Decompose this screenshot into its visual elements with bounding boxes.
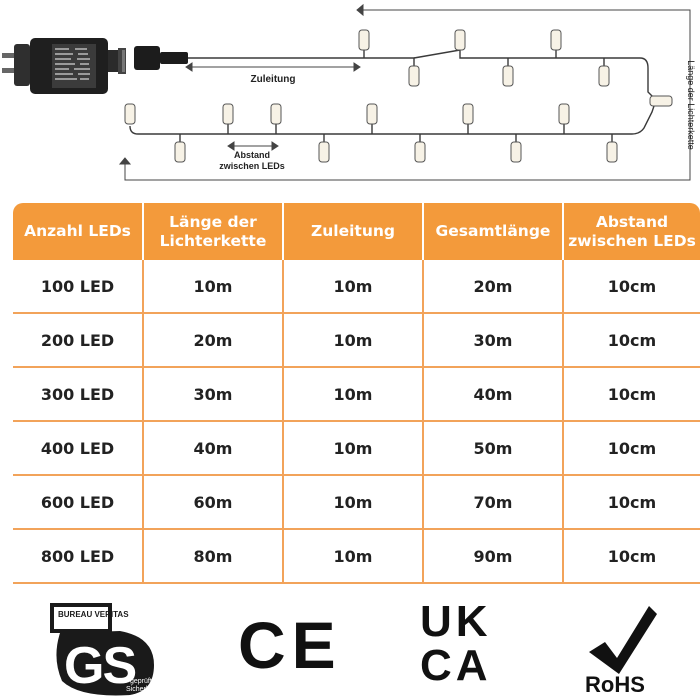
table-row: 300 LED 30m 10m 40m 10cm: [13, 367, 700, 422]
cell-chain-length: 80m: [142, 529, 283, 584]
header-chain-length: Länge der Lichterkette: [142, 203, 283, 260]
gs-sub-text-2: Sicherheit: [126, 686, 157, 693]
ukca-mark-logo: UK CA: [420, 600, 492, 688]
certification-logos: BUREAU VERITAS GS geprüfte Sicherheit CE…: [0, 590, 700, 700]
cell-lead: 10m: [282, 475, 423, 530]
spacing-label-line1: Abstand: [234, 150, 270, 160]
gs-certification-logo: BUREAU VERITAS GS geprüfte Sicherheit: [50, 603, 157, 696]
table-row: 600 LED 60m 10m 70m 10cm: [13, 475, 700, 530]
cell-total-length: 20m: [422, 260, 563, 314]
cell-led-spacing: 10cm: [562, 421, 700, 476]
cell-lead: 10m: [282, 367, 423, 422]
connector-icon: [134, 46, 188, 70]
cell-total-length: 40m: [422, 367, 563, 422]
table-row: 400 LED 40m 10m 50m 10cm: [13, 421, 700, 476]
cell-total-length: 70m: [422, 475, 563, 530]
table-row: 200 LED 20m 10m 30m 10cm: [13, 313, 700, 368]
led-bulb-icon: [124, 29, 673, 163]
gs-top-text: BUREAU VERITAS: [58, 610, 129, 619]
cell-chain-length: 30m: [142, 367, 283, 422]
ukca-bottom-text: CA: [420, 641, 492, 690]
cell-led-count: 300 LED: [13, 367, 143, 422]
gs-sub-text-1: geprüfte: [130, 678, 156, 685]
spec-table: Anzahl LEDs Länge der Lichterkette Zulei…: [13, 203, 700, 584]
cell-lead: 10m: [282, 529, 423, 584]
cell-chain-length: 10m: [142, 260, 283, 314]
cell-total-length: 90m: [422, 529, 563, 584]
cell-lead: 10m: [282, 421, 423, 476]
cell-led-spacing: 10cm: [562, 260, 700, 314]
spacing-label-line2: zwischen LEDs: [219, 161, 285, 171]
header-led-count: Anzahl LEDs: [13, 203, 143, 260]
cell-led-spacing: 10cm: [562, 313, 700, 368]
cell-led-spacing: 10cm: [562, 367, 700, 422]
cell-led-count: 100 LED: [13, 260, 143, 314]
cell-led-count: 800 LED: [13, 529, 143, 584]
ukca-top-text: UK: [420, 597, 492, 646]
cell-led-count: 600 LED: [13, 475, 143, 530]
cell-led-spacing: 10cm: [562, 475, 700, 530]
rohs-logo: RoHS: [585, 606, 657, 697]
checkmark-icon: [589, 606, 657, 674]
cell-led-count: 400 LED: [13, 421, 143, 476]
ce-mark-logo: CE: [238, 608, 342, 682]
header-led-spacing: Abstand zwischen LEDs: [562, 203, 700, 260]
table-row: 800 LED 80m 10m 90m 10cm: [13, 529, 700, 584]
gs-mark-text: GS: [64, 637, 135, 695]
cell-lead: 10m: [282, 260, 423, 314]
table-row: 100 LED 10m 10m 20m 10cm: [13, 260, 700, 314]
chain-length-label: Länge der Lichterkette: [686, 60, 696, 150]
cell-lead: 10m: [282, 313, 423, 368]
light-chain-diagram: Zuleitung Länge der Lichterkette Abstand…: [2, 3, 696, 181]
cell-chain-length: 40m: [142, 421, 283, 476]
cell-chain-length: 60m: [142, 475, 283, 530]
header-total-length: Gesamtlänge: [422, 203, 563, 260]
lead-label: Zuleitung: [251, 74, 296, 85]
cell-led-spacing: 10cm: [562, 529, 700, 584]
cell-led-count: 200 LED: [13, 313, 143, 368]
power-plug-icon: [2, 38, 126, 94]
rohs-text: RoHS: [585, 672, 645, 697]
table-header-row: Anzahl LEDs Länge der Lichterkette Zulei…: [13, 203, 700, 260]
header-lead: Zuleitung: [282, 203, 423, 260]
cell-total-length: 30m: [422, 313, 563, 368]
cell-chain-length: 20m: [142, 313, 283, 368]
cell-total-length: 50m: [422, 421, 563, 476]
